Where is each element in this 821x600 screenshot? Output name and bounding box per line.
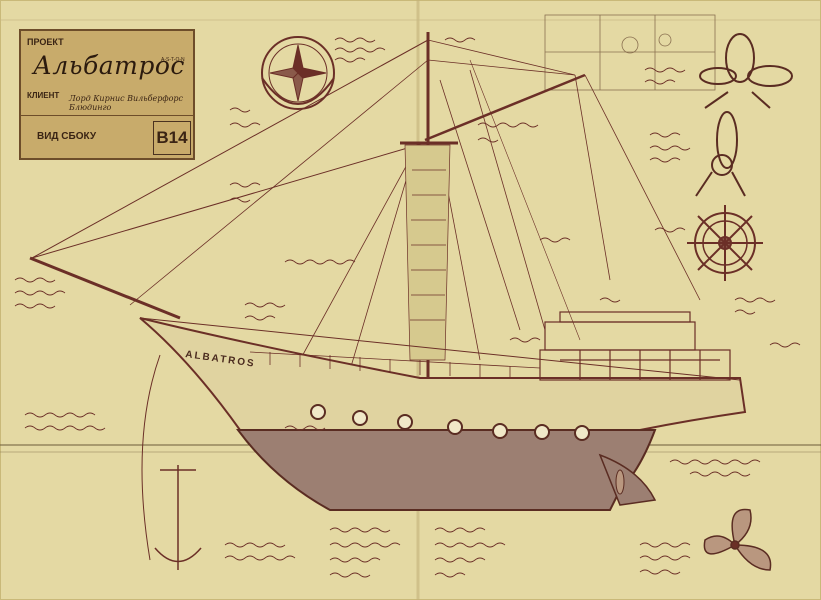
keel-fin bbox=[598, 453, 657, 506]
client-label: КЛИЕНТ bbox=[27, 91, 60, 100]
handwritten-annotations bbox=[14, 37, 801, 578]
project-label: ПРОЕКТ bbox=[27, 37, 64, 47]
porthole bbox=[397, 414, 413, 430]
title-block-divider bbox=[21, 115, 193, 116]
deck-railing bbox=[249, 351, 541, 378]
rope-knot-icon bbox=[699, 33, 793, 109]
porthole-row bbox=[310, 404, 590, 441]
porthole bbox=[574, 425, 590, 441]
anchor-icon bbox=[154, 465, 202, 570]
deck-cabin bbox=[539, 311, 731, 381]
sheet-code-box: B14 bbox=[153, 121, 191, 155]
view-label: ВИД СБОКУ bbox=[37, 131, 97, 142]
porthole bbox=[447, 419, 463, 435]
rope-knot-icon-2 bbox=[695, 111, 746, 197]
compass-rose-icon bbox=[261, 36, 335, 110]
client-name: Лорд Кирнис Вильберфорс Блюдинго bbox=[69, 94, 184, 112]
furled-sail bbox=[404, 144, 451, 361]
hull-upper bbox=[139, 317, 747, 431]
bowsprit bbox=[29, 256, 181, 320]
propeller-icon bbox=[703, 508, 772, 571]
anchor-chain bbox=[141, 354, 161, 561]
sheet-code: B14 bbox=[156, 128, 188, 147]
ship-wheel-icon bbox=[687, 205, 763, 281]
hull-lower bbox=[236, 429, 657, 511]
title-block: ПРОЕКТ A-S-T-O-N Альбатрос КЛИЕНТ Лорд К… bbox=[19, 29, 195, 160]
porthole bbox=[310, 404, 326, 420]
porthole bbox=[352, 410, 368, 426]
project-name: Альбатрос bbox=[33, 51, 185, 80]
project-stamp: A-S-T-O-N bbox=[161, 57, 185, 63]
plan-view-sketch bbox=[544, 14, 716, 91]
porthole bbox=[492, 423, 508, 439]
propeller-icon-small bbox=[615, 469, 625, 495]
porthole bbox=[534, 424, 550, 440]
